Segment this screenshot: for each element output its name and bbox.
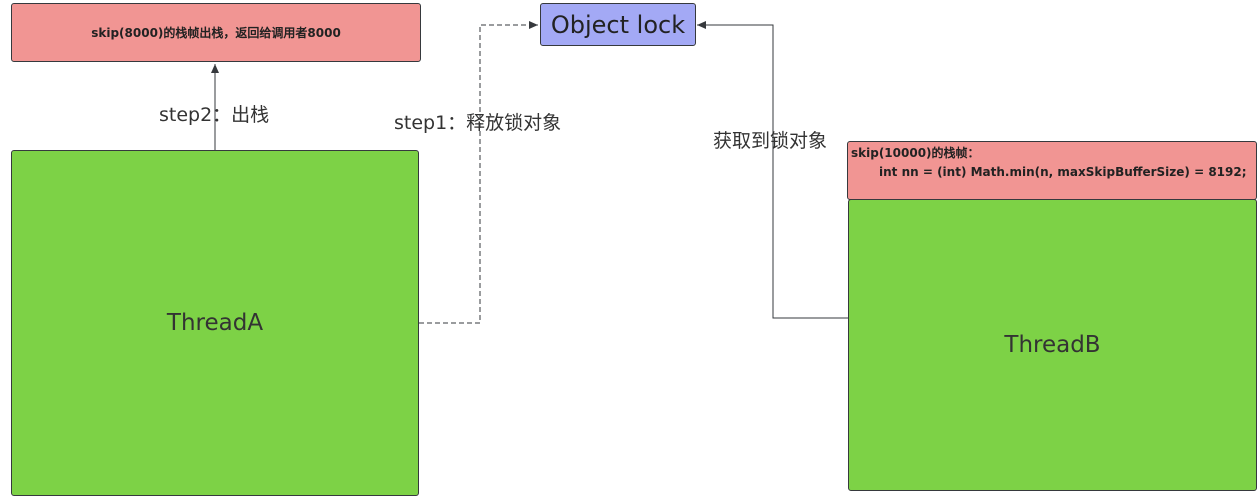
thread-a-node: ThreadA	[11, 150, 419, 496]
edge-acquire	[697, 21, 848, 319]
stack-frame-a: skip(8000)的栈帧出栈，返回给调用者8000	[11, 3, 421, 62]
stack-frame-a-label: skip(8000)的栈帧出栈，返回给调用者8000	[91, 26, 341, 40]
edge-step2-label: step2：出栈	[159, 104, 270, 126]
thread-b-node: ThreadB	[848, 199, 1257, 491]
thread-b-label: ThreadB	[1004, 332, 1101, 358]
stack-frame-b-line1: skip(10000)的栈帧：	[851, 146, 980, 160]
edge-acquire-label: 获取到锁对象	[713, 130, 828, 152]
edge-step1-label: step1：释放锁对象	[394, 112, 562, 134]
thread-a-label: ThreadA	[166, 310, 264, 336]
edge-step1	[419, 21, 538, 324]
object-lock-label: Object lock	[550, 10, 686, 39]
object-lock-node: Object lock	[540, 3, 696, 46]
stack-frame-b-line2: int nn = (int) Math.min(n, maxSkipBuffer…	[879, 165, 1247, 179]
stack-frame-b: skip(10000)的栈帧： int nn = (int) Math.min(…	[847, 141, 1257, 200]
